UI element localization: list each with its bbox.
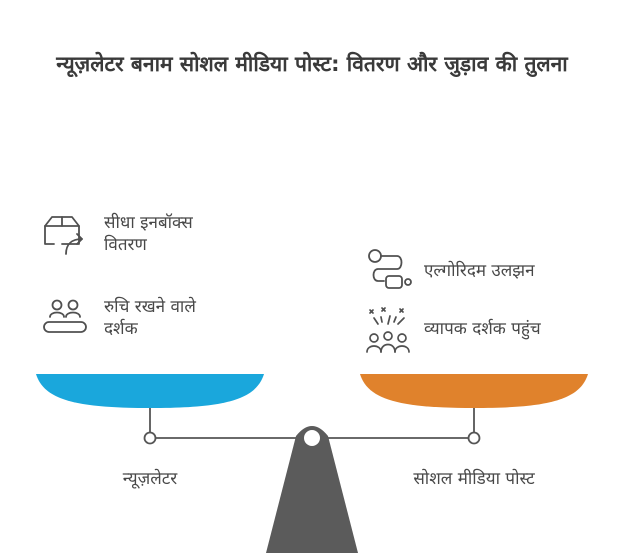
newsletter-label: न्यूज़लेटर [122,469,178,489]
algorithm-label: एल्गोरिदम उलझन [424,261,535,281]
fulcrum-pivot [304,430,320,446]
inbox-delivery-label: सीधा इनबॉक्स वितरण [104,213,193,255]
interested-audience-icon [43,299,87,333]
social-media-pan [360,374,588,408]
broad-audience-icon [366,307,410,353]
social-media-label: सोशल मीडिया पोस्ट [413,469,535,489]
right-pivot [467,431,481,445]
page-title: न्यूज़लेटर बनाम सोशल मीडिया पोस्ट: वितरण… [56,52,568,76]
inbox-delivery-icon [44,216,83,255]
interested-audience-label: रुचि रखने वाले दर्शक [104,297,196,339]
algorithm-flow-icon [368,249,412,289]
broad-audience-label: व्यापक दर्शक पहुंच [424,319,541,339]
left-pivot [143,431,157,445]
newsletter-pan [36,374,264,408]
fulcrum [266,426,358,553]
